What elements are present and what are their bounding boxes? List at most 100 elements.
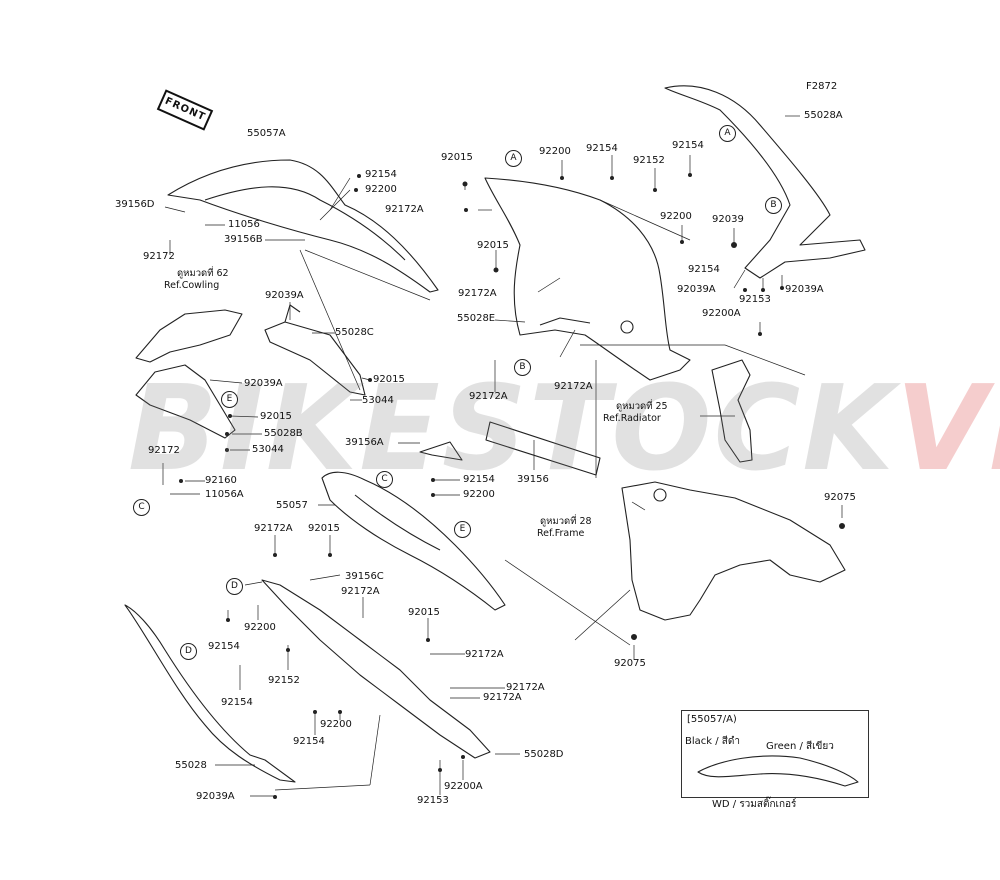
lower-fairing-55028 [124, 604, 296, 783]
part-label: 92200 [463, 489, 495, 500]
part-label: 92172A [458, 288, 497, 299]
part-label: 55028C [335, 327, 374, 338]
part-label: 53044 [362, 395, 394, 406]
callout-c: C [133, 499, 150, 516]
ref-label: Ref.Cowling [164, 280, 220, 291]
seal-39156A [419, 441, 463, 461]
part-label: 92075 [614, 658, 646, 669]
upper-cowl-55057A [167, 159, 439, 293]
radiator-ref-part [711, 359, 753, 463]
part-label: 92015 [308, 523, 340, 534]
part-label: 92015 [260, 411, 292, 422]
lower-cowl-55057 [321, 471, 506, 611]
part-label: 92172 [148, 445, 180, 456]
callout-d: D [180, 643, 197, 660]
part-label: 92172A [341, 586, 380, 597]
part-label: 92172A [483, 692, 522, 703]
lower-fairing-55028D [261, 579, 491, 759]
part-label: 92152 [268, 675, 300, 686]
ref-thai: ดูหมวดที่ 25 [616, 401, 668, 412]
part-label: 39156B [224, 234, 263, 245]
part-label: 92153 [417, 795, 449, 806]
figure-code: F2872 [806, 81, 838, 92]
part-label: 92039A [265, 290, 304, 301]
part-label: 39156A [345, 437, 384, 448]
part-label: 92200 [539, 146, 571, 157]
callout-c: C [376, 471, 393, 488]
callout-e: E [454, 521, 471, 538]
part-label: 39156C [345, 571, 384, 582]
part-label: 92152 [633, 155, 665, 166]
inset-green-label: Green / สีเขียว [766, 741, 834, 752]
part-label: 92200 [244, 622, 276, 633]
part-label: 92154 [672, 140, 704, 151]
part-label: 92153 [739, 294, 771, 305]
part-label: 55028E [457, 313, 496, 324]
part-label: 55028 [175, 760, 207, 771]
part-label: 92172A [506, 682, 545, 693]
seal-strip-39156 [485, 421, 601, 476]
part-label: 92154 [221, 697, 253, 708]
part-label: 11056A [205, 489, 244, 500]
part-label: 11056 [228, 219, 260, 230]
inset-black-label: Black / สีดำ [685, 736, 740, 747]
part-label: 92039A [244, 378, 283, 389]
part-label: 92015 [441, 152, 473, 163]
inner-cowl-55028B [135, 364, 236, 439]
part-label: 92154 [365, 169, 397, 180]
part-label: 92039A [677, 284, 716, 295]
part-label: 92160 [205, 475, 237, 486]
part-label: 53044 [252, 444, 284, 455]
part-label: 39156 [517, 474, 549, 485]
callout-e: E [221, 391, 238, 408]
cowling-ref-part [135, 309, 243, 363]
part-label: 92172A [254, 523, 293, 534]
part-label: 55028A [804, 110, 843, 121]
part-label: 92200A [702, 308, 741, 319]
part-label: 92015 [477, 240, 509, 251]
part-label: 92154 [586, 143, 618, 154]
color-variant-inset: [55057/A) Black / สีดำ Green / สีเขียว [681, 710, 869, 798]
part-label: 92154 [688, 264, 720, 275]
part-label: 55057 [276, 500, 308, 511]
callout-b: B [765, 197, 782, 214]
part-label: 55028B [264, 428, 303, 439]
inset-cowl-silhouette [697, 755, 859, 787]
part-label: 92015 [373, 374, 405, 385]
part-label: 92172A [465, 649, 504, 660]
part-label: 92200 [660, 211, 692, 222]
ref-label: Ref.Frame [537, 528, 585, 539]
inset-note: WD / รวมสติ๊กเกอร์ [712, 799, 797, 810]
part-label: 55057A [247, 128, 286, 139]
part-label: 92200 [320, 719, 352, 730]
side-fairing-55028A [664, 85, 866, 279]
callout-b: B [514, 359, 531, 376]
part-label: 92172A [469, 391, 508, 402]
part-label: 92172A [385, 204, 424, 215]
part-label: 92154 [293, 736, 325, 747]
ref-label: Ref.Radiator [603, 413, 661, 424]
part-label: 92154 [208, 641, 240, 652]
part-label: 92200A [444, 781, 483, 792]
part-label: 92200 [365, 184, 397, 195]
inset-title: [55057/A) [687, 714, 737, 725]
part-label: 92039A [196, 791, 235, 802]
part-label: 92075 [824, 492, 856, 503]
part-label: 92172A [554, 381, 593, 392]
part-label: 92172 [143, 251, 175, 262]
part-label: 92015 [408, 607, 440, 618]
part-label: 92039A [785, 284, 824, 295]
part-label: 55028D [524, 749, 564, 760]
part-label: 39156D [115, 199, 155, 210]
part-label: 92039 [712, 214, 744, 225]
callout-a: A [505, 150, 522, 167]
inner-cowl-55028C [264, 321, 366, 396]
middle-fairing-55028E [484, 177, 691, 381]
callout-a: A [719, 125, 736, 142]
callout-d: D [226, 578, 243, 595]
part-label: 92154 [463, 474, 495, 485]
frame-ref-part [621, 481, 846, 621]
ref-thai: ดูหมวดที่ 62 [177, 268, 229, 279]
